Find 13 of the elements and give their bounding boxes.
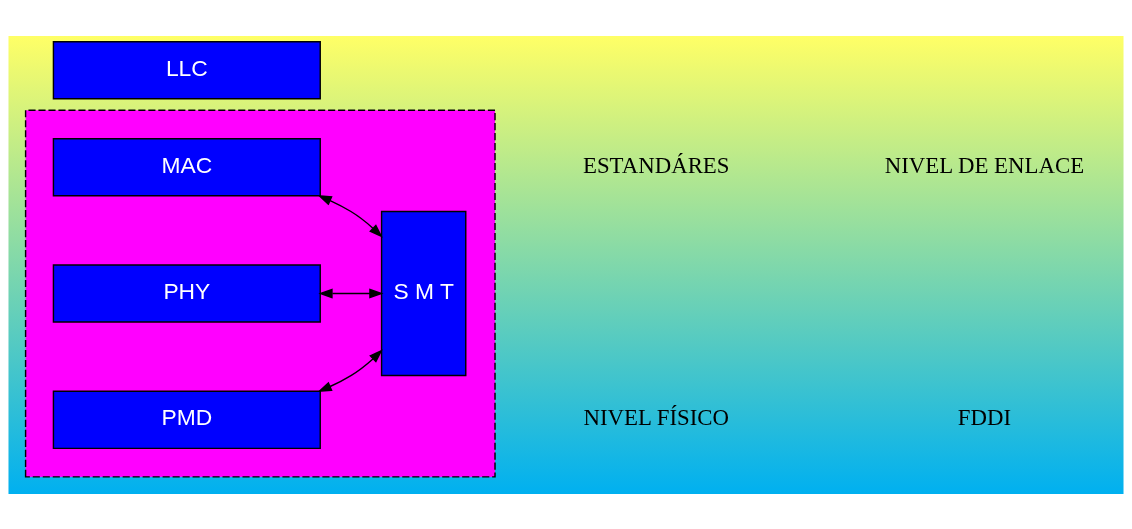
arrow (318, 288, 384, 299)
node-box: S M T (380, 210, 467, 376)
node-box: PMD (52, 390, 321, 449)
label: ESTANDÁRES (583, 152, 730, 178)
arrow (317, 194, 383, 238)
arrow (317, 348, 383, 392)
label: NIVEL FÍSICO (583, 404, 730, 430)
cluster (24, 108, 496, 478)
node-box: LLC (52, 40, 321, 99)
label: FDDI (957, 404, 1012, 430)
node-box: MAC (52, 137, 321, 196)
label: NIVEL DE ENLACE (884, 152, 1085, 178)
node-box: PHY (52, 263, 321, 323)
